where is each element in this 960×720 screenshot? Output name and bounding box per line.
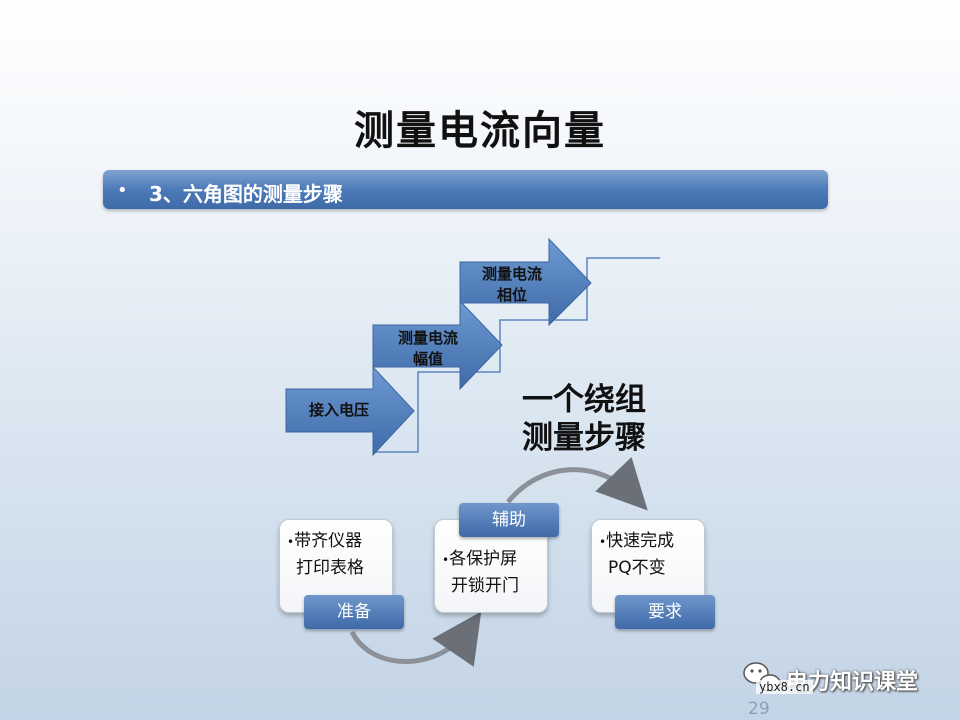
bullet-bar: • 3、六角图的测量步骤 [103,170,828,209]
card-require-bullet: • [599,535,607,549]
tag-prepare: 准备 [304,595,404,629]
curved-arrow-bottom [349,611,482,667]
card-require-line1: 快速完成 [606,531,675,551]
card-assist-bullet: • [442,553,450,567]
tag-require: 要求 [615,595,715,629]
card-require-line2: PQ不变 [608,558,666,578]
bullet-text: 3、六角图的测量步骤 [149,182,343,206]
step-arrow-3 [459,237,592,327]
step-label-2-text: 测量电流 幅值 [397,329,458,368]
summary-line-2: 测量步骤 [522,420,646,456]
slide-title: 测量电流向量 [354,108,606,154]
step-arrow-2 [372,299,503,391]
card-prepare-line1: 带齐仪器 [294,531,363,551]
card-prepare-bullet: • [287,535,295,549]
step-label-2: 测量电流 幅值 [382,328,474,370]
card-prepare-line2: 打印表格 [296,558,364,578]
step-label-3-text: 测量电流 相位 [481,265,542,304]
summary-line-1: 一个绕组 [522,382,646,418]
curved-arrow-top [506,457,648,511]
bullet-dot: • [117,180,128,201]
watermark-site: ybx8.cn [756,680,813,694]
tag-assist: 辅助 [459,503,559,537]
card-assist-text: •各保护屏 开锁开门 [442,546,519,599]
step-label-1: 接入电压 [308,401,369,419]
step-label-3: 测量电流 相位 [466,264,558,306]
card-require-text: •快速完成 PQ不变 [599,528,674,581]
card-prepare-text: •带齐仪器 打印表格 [287,528,364,581]
card-assist-line2: 开锁开门 [451,576,519,596]
page-number: 29 [748,699,770,719]
step-arrow-1 [285,365,415,457]
card-assist-line1: 各保护屏 [449,549,518,569]
